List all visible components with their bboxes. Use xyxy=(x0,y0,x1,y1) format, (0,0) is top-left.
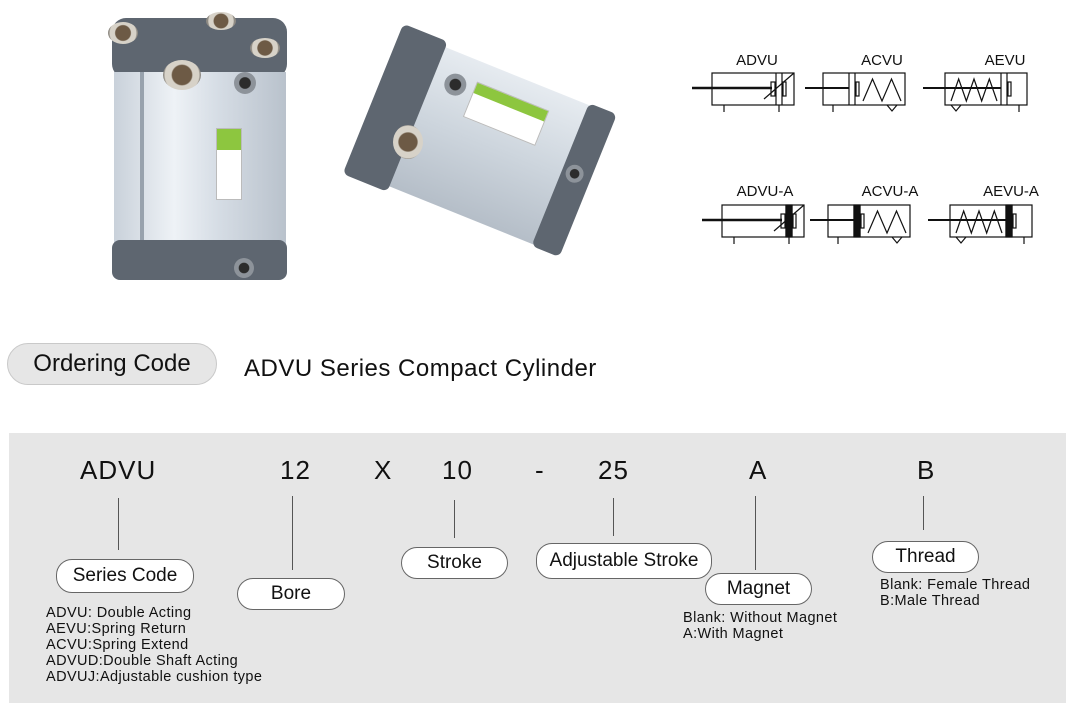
magnet-options: Blank: Without Magnet A:With Magnet xyxy=(683,610,837,642)
piston-cushion xyxy=(1007,81,1012,97)
connector-line xyxy=(613,498,614,536)
air-port-icon xyxy=(234,72,256,94)
ordering-code-badge: Ordering Code xyxy=(7,343,217,385)
field-bore: Bore xyxy=(237,578,345,610)
cylinder-groove xyxy=(140,72,144,244)
product-sticker xyxy=(216,128,242,200)
option-text: Blank: Female Thread xyxy=(880,577,1031,593)
spring xyxy=(867,209,907,235)
field-series-code: Series Code xyxy=(56,559,194,593)
option-text: B:Male Thread xyxy=(880,593,981,609)
piston-cushion xyxy=(792,213,797,229)
code-part-magnet: A xyxy=(749,455,768,485)
symbol-label-acvu-a: ACVU-A xyxy=(861,183,919,200)
cylinder-photo-upright xyxy=(100,8,290,288)
bolt-icon xyxy=(250,38,280,58)
bolt-icon xyxy=(163,60,201,90)
bolt-icon xyxy=(206,12,236,30)
exhaust-mark xyxy=(891,236,903,244)
exhaust-mark xyxy=(886,104,898,112)
connector-line xyxy=(755,496,756,570)
thread-options: Blank: Female Thread B:Male Thread xyxy=(880,577,1030,609)
piston-cushion xyxy=(860,213,865,229)
cylinder-photo-angled xyxy=(342,23,617,265)
field-magnet: Magnet xyxy=(705,573,812,605)
piston-cushion xyxy=(1012,213,1017,229)
field-thread: Thread xyxy=(872,541,979,573)
code-part-series: ADVU xyxy=(80,455,157,485)
code-part-bore: 12 xyxy=(280,455,311,485)
connector-line xyxy=(292,496,293,570)
piston-cushion xyxy=(770,81,776,97)
piston-cushion xyxy=(855,81,860,97)
exhaust-mark xyxy=(955,236,967,244)
series-code-options: ADVU: Double Acting AEVU:Spring Return A… xyxy=(46,605,262,685)
cylinder-bottom-cap xyxy=(112,240,287,280)
connector-line xyxy=(118,498,119,550)
adjustable-cushion-arrow xyxy=(773,204,805,232)
piston-cushion xyxy=(782,81,787,97)
exhaust-mark xyxy=(950,104,962,112)
code-part-stroke: 10 xyxy=(442,455,473,485)
code-part-separator-dash: - xyxy=(535,455,545,485)
piston-cushion xyxy=(780,213,786,229)
symbol-label-advu: ADVU xyxy=(736,52,778,69)
bolt-icon xyxy=(108,22,138,44)
connector-line xyxy=(454,500,455,538)
symbol-label-aevu-a: AEVU-A xyxy=(983,183,1039,200)
symbols-diagram xyxy=(692,72,1033,244)
symbol-label-advu-a: ADVU-A xyxy=(736,183,794,200)
option-text: Blank: Without Magnet xyxy=(683,610,838,626)
option-text: AEVU:Spring Return xyxy=(46,621,187,637)
spring xyxy=(950,77,998,103)
option-text: ADVUD:Double Shaft Acting xyxy=(46,653,239,669)
option-text: A:With Magnet xyxy=(683,626,784,642)
magnet-band xyxy=(1005,204,1013,238)
magnet-band xyxy=(785,204,793,238)
field-adjustable-stroke: Adjustable Stroke xyxy=(536,543,712,579)
code-part-separator-x: X xyxy=(374,455,393,485)
option-text: ADVU: Double Acting xyxy=(46,605,192,621)
spring xyxy=(862,77,902,103)
code-part-adjustable-stroke: 25 xyxy=(598,455,629,485)
option-text: ACVU:Spring Extend xyxy=(46,637,189,653)
adjustable-cushion-arrow xyxy=(763,72,795,100)
bolt-icon xyxy=(393,125,423,159)
page-title: ADVU Series Compact Cylinder xyxy=(244,355,597,382)
symbol-label-aevu: AEVU xyxy=(984,52,1026,69)
connector-line xyxy=(923,496,924,530)
field-stroke: Stroke xyxy=(401,547,508,579)
option-text: ADVUJ:Adjustable cushion type xyxy=(46,669,263,685)
magnet-band xyxy=(853,204,861,238)
symbol-label-acvu: ACVU xyxy=(861,52,903,69)
air-port-icon xyxy=(234,258,254,278)
spring xyxy=(955,209,1003,235)
code-part-thread: B xyxy=(917,455,936,485)
